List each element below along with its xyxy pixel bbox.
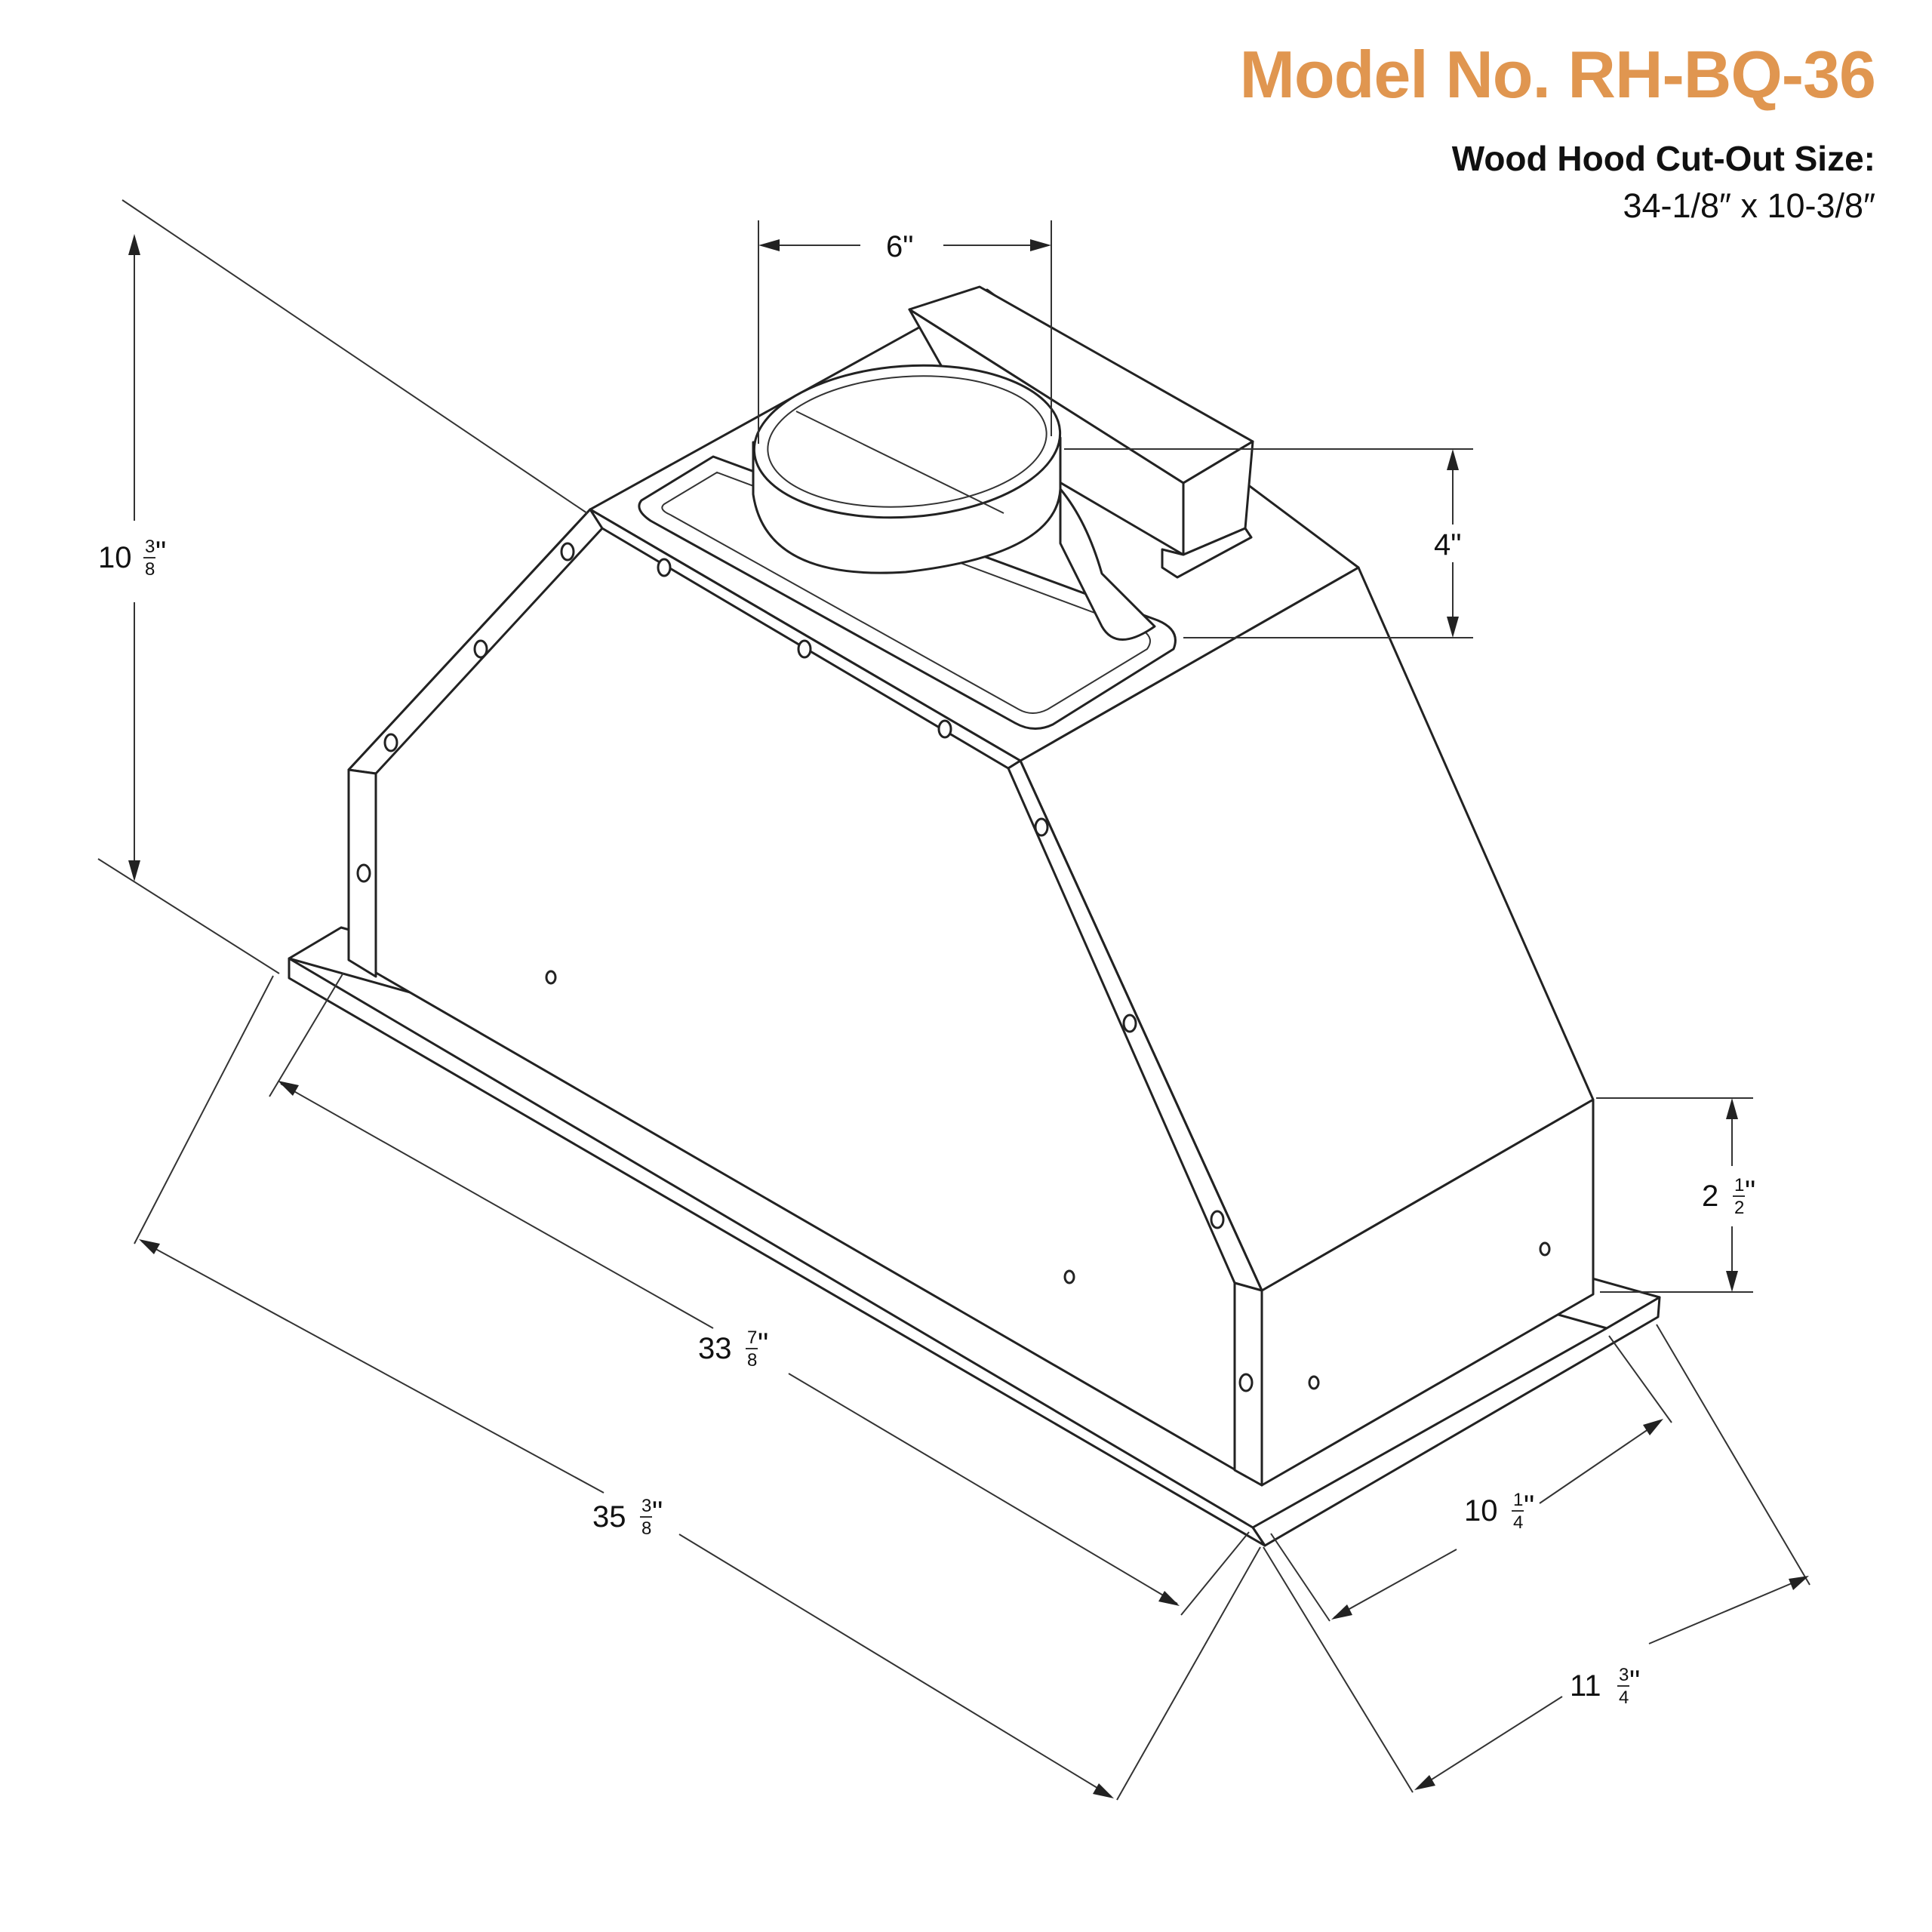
- svg-text:10: 10: [1464, 1494, 1498, 1527]
- dim-label-flange-depth: 11 3 4 ": [1570, 1665, 1640, 1708]
- dim-label-body-depth: 10 1 4 ": [1464, 1490, 1534, 1533]
- dim-label-body-width: 33 7 8 ": [698, 1327, 768, 1371]
- svg-text:1: 1: [1513, 1490, 1523, 1510]
- svg-text:3: 3: [1619, 1665, 1629, 1685]
- svg-text:8: 8: [641, 1518, 651, 1539]
- svg-text:": ": [1524, 1490, 1534, 1523]
- svg-text:": ": [652, 1496, 663, 1529]
- svg-text:8: 8: [145, 559, 155, 580]
- svg-text:2: 2: [1734, 1198, 1744, 1218]
- extension-lines: [97, 199, 1810, 1801]
- svg-text:3: 3: [641, 1496, 651, 1516]
- dim-label-collar-height: 4": [1434, 528, 1461, 561]
- svg-text:11: 11: [1570, 1669, 1601, 1703]
- svg-text:35: 35: [592, 1500, 626, 1534]
- svg-text:10: 10: [98, 541, 132, 574]
- svg-text:": ": [1745, 1175, 1755, 1208]
- svg-text:": ": [1629, 1665, 1640, 1698]
- dim-label-total-height: 10 3 8 ": [98, 536, 166, 580]
- svg-text:8: 8: [747, 1350, 757, 1371]
- svg-text:3: 3: [145, 537, 155, 557]
- svg-text:2: 2: [1702, 1180, 1718, 1213]
- dim-label-flange-width: 35 3 8 ": [592, 1496, 663, 1539]
- mounting-holes: [356, 542, 1551, 1392]
- header: Model No. RH-BQ-36 Wood Hood Cut-Out Siz…: [1239, 37, 1876, 226]
- svg-text:4: 4: [1513, 1512, 1523, 1533]
- svg-text:": ": [155, 536, 166, 569]
- model-title: Model No. RH-BQ-36: [1239, 37, 1876, 112]
- svg-text:": ": [758, 1327, 768, 1361]
- svg-text:1: 1: [1734, 1175, 1744, 1195]
- svg-text:4: 4: [1619, 1687, 1629, 1708]
- dim-label-duct-diameter: 6": [886, 230, 913, 263]
- dimension-lines: [128, 234, 1809, 1798]
- duct-collar: [752, 364, 1156, 641]
- top-tray: [638, 455, 1177, 730]
- dim-label-front-height: 2 1 2 ": [1702, 1175, 1755, 1218]
- cutout-size-label: Wood Hood Cut-Out Size:: [1451, 139, 1875, 178]
- svg-text:7: 7: [747, 1327, 757, 1348]
- svg-text:33: 33: [698, 1332, 732, 1365]
- cutout-size-value: 34-1/8″ x 10-3/8″: [1623, 186, 1875, 225]
